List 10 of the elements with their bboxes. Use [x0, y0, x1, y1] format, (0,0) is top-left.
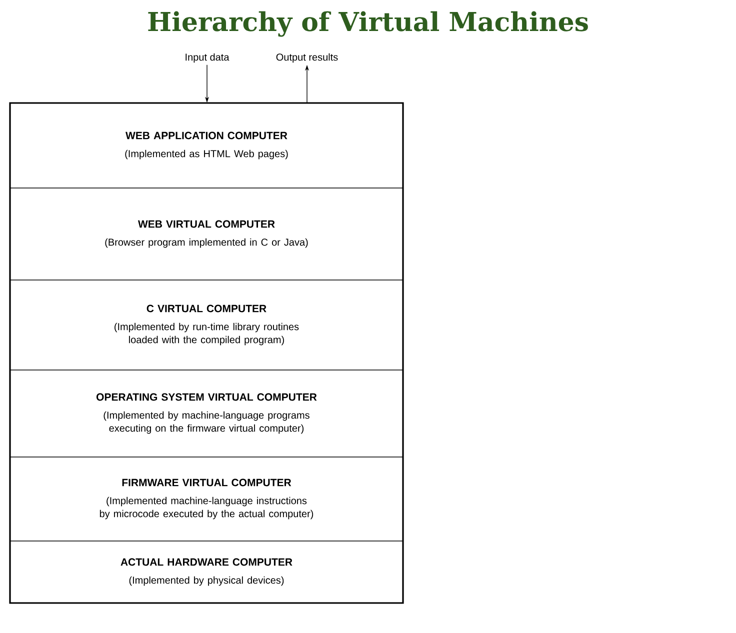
title: Hierarchy of Virtual Machines	[148, 11, 588, 37]
input-output-label: Output results	[276, 53, 338, 63]
node-label: WEB APPLICATION COMPUTER	[126, 132, 288, 140]
layer-band: C VIRTUAL COMPUTER (Implemented by run-time library routines loaded with the compiled program)	[10, 280, 404, 370]
layer-band: ACTUAL HARDWARE COMPUTER (Implemented by physical devices)	[10, 540, 404, 604]
layer-band: WEB VIRTUAL COMPUTER (Browser program implemented in C or Java)	[10, 188, 404, 280]
layer-band: FIRMWARE VIRTUAL COMPUTER (Implemented machine-language instructions by microcode executed by the actual computer)	[10, 456, 404, 542]
layer-band: OPERATING SYSTEM VIRTUAL COMPUTER (Implemented by machine-language programs executing on the firmware virtual computer)	[10, 370, 404, 458]
node-label: (Implemented as HTML Web pages)	[125, 150, 288, 160]
input-output-label: Input data	[186, 53, 230, 63]
